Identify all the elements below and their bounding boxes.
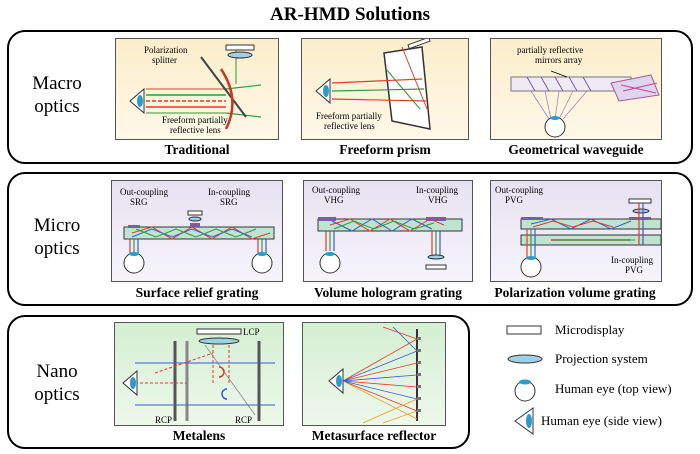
vhg-label-1: Out-coupling <box>312 185 360 195</box>
volume-hologram-grating-caption: Volume hologram grating <box>314 285 462 300</box>
pvg-label-1: Out-coupling <box>495 185 543 195</box>
surface-relief-grating-caption: Surface relief grating <box>135 285 259 300</box>
srg-label-1: Out-coupling <box>120 187 168 197</box>
vhg-label-2: VHG <box>324 195 344 205</box>
legend-eye-top-view: Human eye (top view) <box>555 381 672 396</box>
legend-eye-side-view: Human eye (side view) <box>541 413 662 428</box>
traditional-caption: Traditional <box>164 142 230 157</box>
polarization-volume-grating-caption: Polarization volume grating <box>494 285 656 300</box>
metalens-diagram: LCP RCP RCP <box>114 322 284 426</box>
traditional-diagram: Polarization splitter Freeform partially… <box>115 38 279 140</box>
projection-system-icon <box>507 354 543 364</box>
macro-optics-section <box>7 30 693 164</box>
traditional-label-3: Freeform partially <box>162 115 228 125</box>
metasurface-reflector-caption: Metasurface reflector <box>311 428 437 443</box>
volume-hologram-grating-diagram: Out-coupling VHG In-coupling VHG <box>303 180 473 282</box>
traditional-label-2: splitter <box>152 55 177 65</box>
surface-relief-grating-diagram: Out-coupling SRG In-coupling SRG <box>111 180 283 282</box>
page-title: AR-HMD Solutions <box>270 4 430 25</box>
freeform-prism-diagram: Freeform partially reflective lens <box>301 38 469 140</box>
legend-projection-system: Projection system <box>555 351 648 366</box>
metasurface-reflector-diagram <box>302 322 446 426</box>
pvg-label-2: PVG <box>505 195 524 205</box>
srg-label-4: SRG <box>220 197 238 207</box>
srg-label-3: In-coupling <box>208 187 250 197</box>
geometrical-waveguide-label-1: partially reflective <box>517 45 583 55</box>
pvg-label-3: In-coupling <box>611 255 653 265</box>
geometrical-waveguide-caption: Geometrical waveguide <box>508 142 644 157</box>
eye-top-view-icon <box>514 379 536 402</box>
metalens-label-lcp: LCP <box>243 327 260 337</box>
vhg-label-4: VHG <box>428 195 448 205</box>
legend-microdisplay: Microdisplay <box>555 322 625 337</box>
vhg-label-3: In-coupling <box>416 185 458 195</box>
freeform-prism-caption: Freeform prism <box>339 142 431 157</box>
srg-label-2: SRG <box>130 197 148 207</box>
geometrical-waveguide-label-2: mirrors array <box>535 55 583 65</box>
geometrical-waveguide-diagram: partially reflective mirrors array <box>490 38 662 140</box>
polarization-volume-grating-diagram: Out-coupling PVG In-coupling PVG <box>490 180 662 282</box>
eye-side-view-icon <box>514 407 534 435</box>
microdisplay-icon <box>506 325 542 335</box>
freeform-prism-label-1: Freeform partially <box>316 111 382 121</box>
traditional-label-1: Polarization <box>144 45 188 55</box>
metalens-label-rcp-1: RCP <box>155 415 172 425</box>
freeform-prism-label-2: reflective lens <box>324 121 375 131</box>
micro-optics-section <box>7 172 693 306</box>
metalens-label-rcp-2: RCP <box>235 415 252 425</box>
metalens-caption: Metalens <box>172 428 226 443</box>
nano-optics-section <box>7 315 470 449</box>
traditional-label-4: reflective lens <box>170 125 221 135</box>
pvg-label-4: PVG <box>625 265 644 275</box>
